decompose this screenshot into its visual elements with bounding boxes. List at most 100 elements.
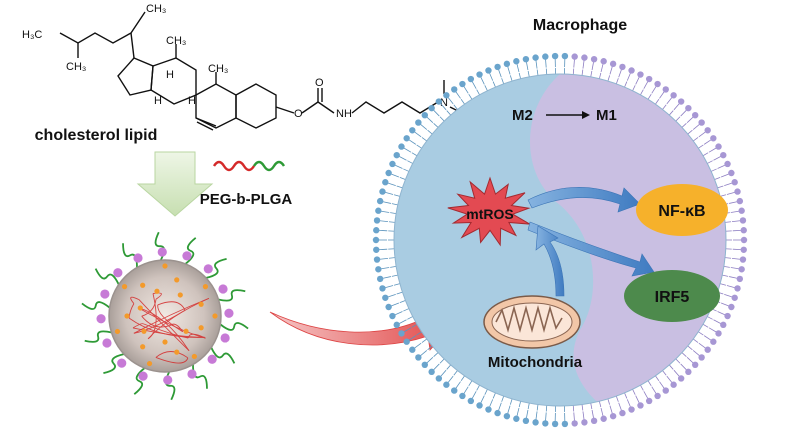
membrane-lipid-head <box>415 119 421 125</box>
membrane-lipid-head <box>415 354 421 360</box>
atom-ch3-a: CH₃ <box>166 35 186 47</box>
surface-lipid-dot <box>138 372 147 381</box>
peg-plga-polymer-icon <box>214 162 284 170</box>
membrane-lipid-head <box>494 410 500 416</box>
membrane-lipid-head <box>715 143 721 149</box>
membrane-lipid-head <box>724 313 730 319</box>
membrane-lipid-head <box>710 135 716 141</box>
membrane-lipid-head <box>398 143 404 149</box>
membrane-lipid-head <box>724 161 730 167</box>
membrane-lipid-head <box>728 304 734 310</box>
lipid-head-dot <box>115 329 120 334</box>
mitochondria-label: Mitochondria <box>488 354 583 371</box>
atom-o2: O <box>315 77 324 89</box>
lipid-head-dot <box>162 339 167 344</box>
membrane-lipid-head <box>389 161 395 167</box>
membrane-lipid-head <box>377 276 383 282</box>
cholesterol-lipid-caption: cholesterol lipid <box>35 127 158 144</box>
membrane-lipid-head <box>382 295 388 301</box>
membrane-lipid-head <box>581 54 587 60</box>
membrane-lipid-head <box>591 418 597 424</box>
atom-h3c: H₃C <box>22 29 42 41</box>
irf5-label: IRF5 <box>655 289 690 306</box>
membrane-lipid-head <box>685 369 691 375</box>
surface-lipid-dot <box>113 268 122 277</box>
membrane-lipid-head <box>720 322 726 328</box>
membrane-lipid-head <box>403 339 409 345</box>
membrane-lipid-head <box>385 170 391 176</box>
membrane-lipid-head <box>600 58 606 64</box>
surface-lipid-dot <box>133 253 142 262</box>
membrane-lipid-head <box>734 188 740 194</box>
membrane-lipid-head <box>692 362 698 368</box>
atom-o1: O <box>294 108 303 120</box>
membrane-lipid-head <box>571 420 577 426</box>
membrane-lipid-head <box>532 54 538 60</box>
membrane-lipid-head <box>389 313 395 319</box>
surface-lipid-dot <box>208 355 217 364</box>
surface-lipid-dot <box>102 338 111 347</box>
membrane-lipid-head <box>692 112 698 118</box>
membrane-lipid-head <box>542 420 548 426</box>
lipid-head-dot <box>192 354 197 359</box>
membrane-lipid-head <box>459 393 465 399</box>
membrane-lipid-head <box>523 418 529 424</box>
lipid-head-dot <box>138 305 143 310</box>
membrane-lipid-head <box>704 347 710 353</box>
membrane-lipid-head <box>731 179 737 185</box>
atom-h1: H <box>166 69 174 81</box>
membrane-lipid-head <box>740 217 746 223</box>
membrane-lipid-head <box>476 402 482 408</box>
membrane-lipid-head <box>698 354 704 360</box>
membrane-lipid-head <box>428 369 434 375</box>
lipid-head-dot <box>183 329 188 334</box>
membrane-lipid-head <box>552 421 558 427</box>
membrane-lipid-head <box>670 382 676 388</box>
membrane-lipid-head <box>459 81 465 87</box>
membrane-lipid-head <box>728 170 734 176</box>
membrane-lipid-head <box>720 152 726 158</box>
lipid-head-dot <box>147 361 152 366</box>
molecule-atom-labels: H₃C CH₃ CH₃ CH₃ CH₃ H H H O O NH N <box>22 3 448 120</box>
membrane-lipid-head <box>740 256 746 262</box>
membrane-lipid-head <box>403 135 409 141</box>
membrane-lipid-head <box>468 76 474 82</box>
membrane-lipid-head <box>451 387 457 393</box>
atom-nh: NH <box>336 108 352 120</box>
membrane-lipid-head <box>451 86 457 92</box>
membrane-lipid-head <box>741 237 747 243</box>
membrane-lipid-head <box>523 56 529 62</box>
membrane-lipid-head <box>738 266 744 272</box>
membrane-lipid-head <box>610 61 616 67</box>
membrane-lipid-head <box>619 64 625 70</box>
surface-lipid-dot <box>96 314 105 323</box>
membrane-lipid-head <box>513 58 519 64</box>
membrane-lipid-head <box>394 322 400 328</box>
membrane-lipid-head <box>428 105 434 111</box>
membrane-lipid-head <box>436 98 442 104</box>
membrane-lipid-head <box>373 237 379 243</box>
lipid-head-dot <box>124 313 129 318</box>
membrane-lipid-head <box>373 227 379 233</box>
membrane-lipid-head <box>670 92 676 98</box>
macrophage-title: Macrophage <box>533 17 627 34</box>
membrane-lipid-head <box>385 304 391 310</box>
atom-h2: H <box>154 95 162 107</box>
membrane-lipid-head <box>485 406 491 412</box>
membrane-lipid-head <box>715 330 721 336</box>
surface-lipid-dot <box>100 289 109 298</box>
membrane-lipid-head <box>562 53 568 59</box>
surface-lipid-dot <box>163 375 172 384</box>
membrane-lipid-head <box>542 53 548 59</box>
membrane-lipid-head <box>377 198 383 204</box>
membrane-lipid-head <box>710 339 716 345</box>
membrane-lipid-head <box>737 276 743 282</box>
lipid-head-dot <box>199 302 204 307</box>
membrane-lipid-head <box>737 198 743 204</box>
surface-lipid-dot <box>204 264 213 273</box>
membrane-lipid-head <box>741 247 747 253</box>
peg-tail <box>82 302 110 309</box>
m1-label: M1 <box>596 107 617 124</box>
